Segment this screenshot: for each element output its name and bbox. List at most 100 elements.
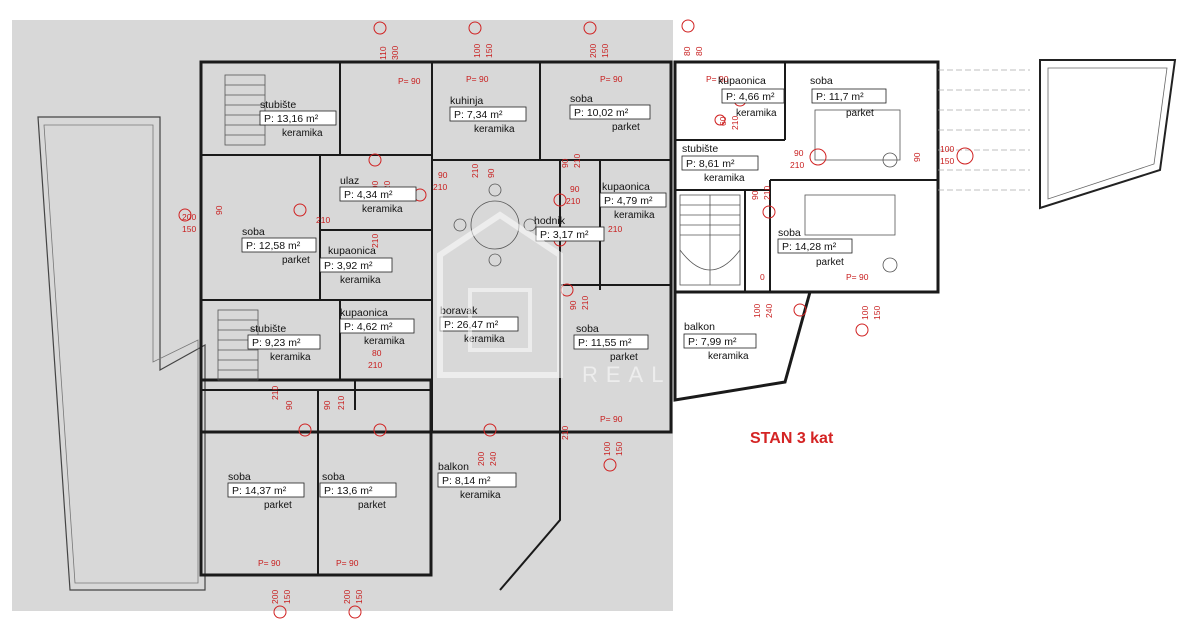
svg-text:soba: soba [570,93,593,105]
dim-p90: P= 90 [600,414,623,424]
svg-text:keramika: keramika [282,128,323,139]
dim-90: 90 [438,170,448,180]
dim-90: 90 [750,190,760,200]
dim-210: 210 [762,186,772,200]
dim-90: 90 [214,205,224,215]
dim-210: 210 [316,215,330,225]
svg-text:P: 8,14 m²: P: 8,14 m² [442,475,491,487]
svg-text:P: 3,17 m²: P: 3,17 m² [540,229,589,241]
dim-210: 210 [572,154,582,168]
dim-300: 300 [390,46,400,60]
svg-text:boravak: boravak [440,305,478,317]
svg-text:keramika: keramika [708,351,749,362]
left-plan: 110 300 100 150 200 150 P= 90 P= 90 P= 9… [12,20,673,619]
room-kupaonica-2: kupaonica P: 3,92 m² keramika [319,245,393,286]
dim-p90: P= 90 [846,272,869,282]
svg-text:parket: parket [358,500,386,511]
svg-text:parket: parket [846,108,874,119]
room-stubiste-upper: stubište P: 13,16 m² keramika [259,99,337,139]
svg-text:P: 7,34 m²: P: 7,34 m² [454,109,503,121]
room-soba-4: soba P: 14,37 m² parket [227,471,305,511]
svg-text:P: 10,02 m²: P: 10,02 m² [574,107,629,119]
svg-text:soba: soba [322,471,345,483]
svg-text:keramika: keramika [704,173,745,184]
svg-text:P: 7,99 m²: P: 7,99 m² [688,336,737,348]
dim-150: 150 [354,590,364,604]
svg-text:P: 4,34 m²: P: 4,34 m² [344,189,393,201]
svg-text:soba: soba [778,227,801,239]
dim-90: 90 [912,152,922,162]
room-right-balkon: balkon P: 7,99 m² keramika [683,321,757,362]
svg-text:hodnik: hodnik [534,215,566,227]
dim-90: 90 [570,184,580,194]
dim-100: 100 [940,144,954,154]
dim-100: 100 [752,304,762,318]
dim-240: 240 [488,452,498,466]
svg-text:keramika: keramika [340,275,381,286]
svg-text:soba: soba [810,75,833,87]
dim-100: 100 [860,306,870,320]
right-inner-walls [675,62,938,292]
room-balkon-left: balkon P: 8,14 m² keramika [437,461,517,501]
dim-200: 200 [588,44,598,58]
dim-90: 90 [284,400,294,410]
dim-210: 210 [336,396,346,410]
dim-150: 150 [940,156,954,166]
dim-150: 150 [872,306,882,320]
dim-210: 210 [730,116,740,130]
dim-p90: P= 90 [336,558,359,568]
dim-150: 150 [282,590,292,604]
svg-text:P: 14,28 m²: P: 14,28 m² [782,241,837,253]
svg-text:keramika: keramika [364,336,405,347]
dim-0: 0 [760,272,765,282]
svg-text:kupaonica: kupaonica [328,245,376,257]
dim-150: 150 [600,44,610,58]
svg-text:kuhinja: kuhinja [450,95,483,107]
room-kupaonica-1: kupaonica P: 4,79 m² keramika [599,181,667,221]
dim-210: 210 [560,426,570,440]
svg-text:stubište: stubište [250,323,286,335]
dim-210: 210 [566,196,580,206]
dim-210: 210 [368,360,382,370]
dim-100: 100 [472,44,482,58]
plan-title: STAN 3 kat [750,430,834,447]
svg-text:kupaonica: kupaonica [718,75,766,87]
dim-210: 210 [790,160,804,170]
dim-p90: P= 90 [600,74,623,84]
svg-text:P: 9,23 m²: P: 9,23 m² [252,337,301,349]
room-kuhinja: kuhinja P: 7,34 m² keramika [449,95,527,135]
svg-text:parket: parket [282,255,310,266]
room-right-soba-1: soba P: 11,7 m² parket [810,75,887,119]
dim-p90: P= 90 [706,74,729,84]
svg-text:balkon: balkon [684,321,715,333]
dim-80: 80 [694,46,704,56]
svg-text:soba: soba [576,323,599,335]
svg-text:keramika: keramika [270,352,311,363]
svg-text:P: 13,6 m²: P: 13,6 m² [324,485,373,497]
dim-150: 150 [182,224,196,234]
dim-150: 150 [484,44,494,58]
svg-text:soba: soba [242,226,265,238]
dim-60: 60 [718,116,728,126]
svg-text:P: 8,61 m²: P: 8,61 m² [686,158,735,170]
dim-200: 200 [182,212,196,222]
svg-text:parket: parket [612,122,640,133]
svg-text:stubište: stubište [260,99,296,111]
dim-80: 80 [372,348,382,358]
outer-wall-lower [199,378,433,577]
dim-200: 200 [342,590,352,604]
dim-100: 100 [602,442,612,456]
svg-text:P: 11,55 m²: P: 11,55 m² [578,337,632,349]
dim-110: 110 [378,46,388,60]
dim-200: 200 [270,590,280,604]
stairs-right [679,194,741,286]
dim-210: 210 [580,296,590,310]
dim-90: 90 [568,300,578,310]
room-right-kupaonica: kupaonica P: 4,66 m² keramika [718,75,785,119]
dim-90: 90 [794,148,804,158]
svg-text:kupaonica: kupaonica [340,307,388,319]
dim-p90: P= 90 [258,558,281,568]
room-stubiste-lower: stubište P: 9,23 m² keramika [247,323,321,363]
room-right-stubiste: stubište P: 8,61 m² keramika [681,143,759,184]
svg-text:keramika: keramika [460,490,501,501]
